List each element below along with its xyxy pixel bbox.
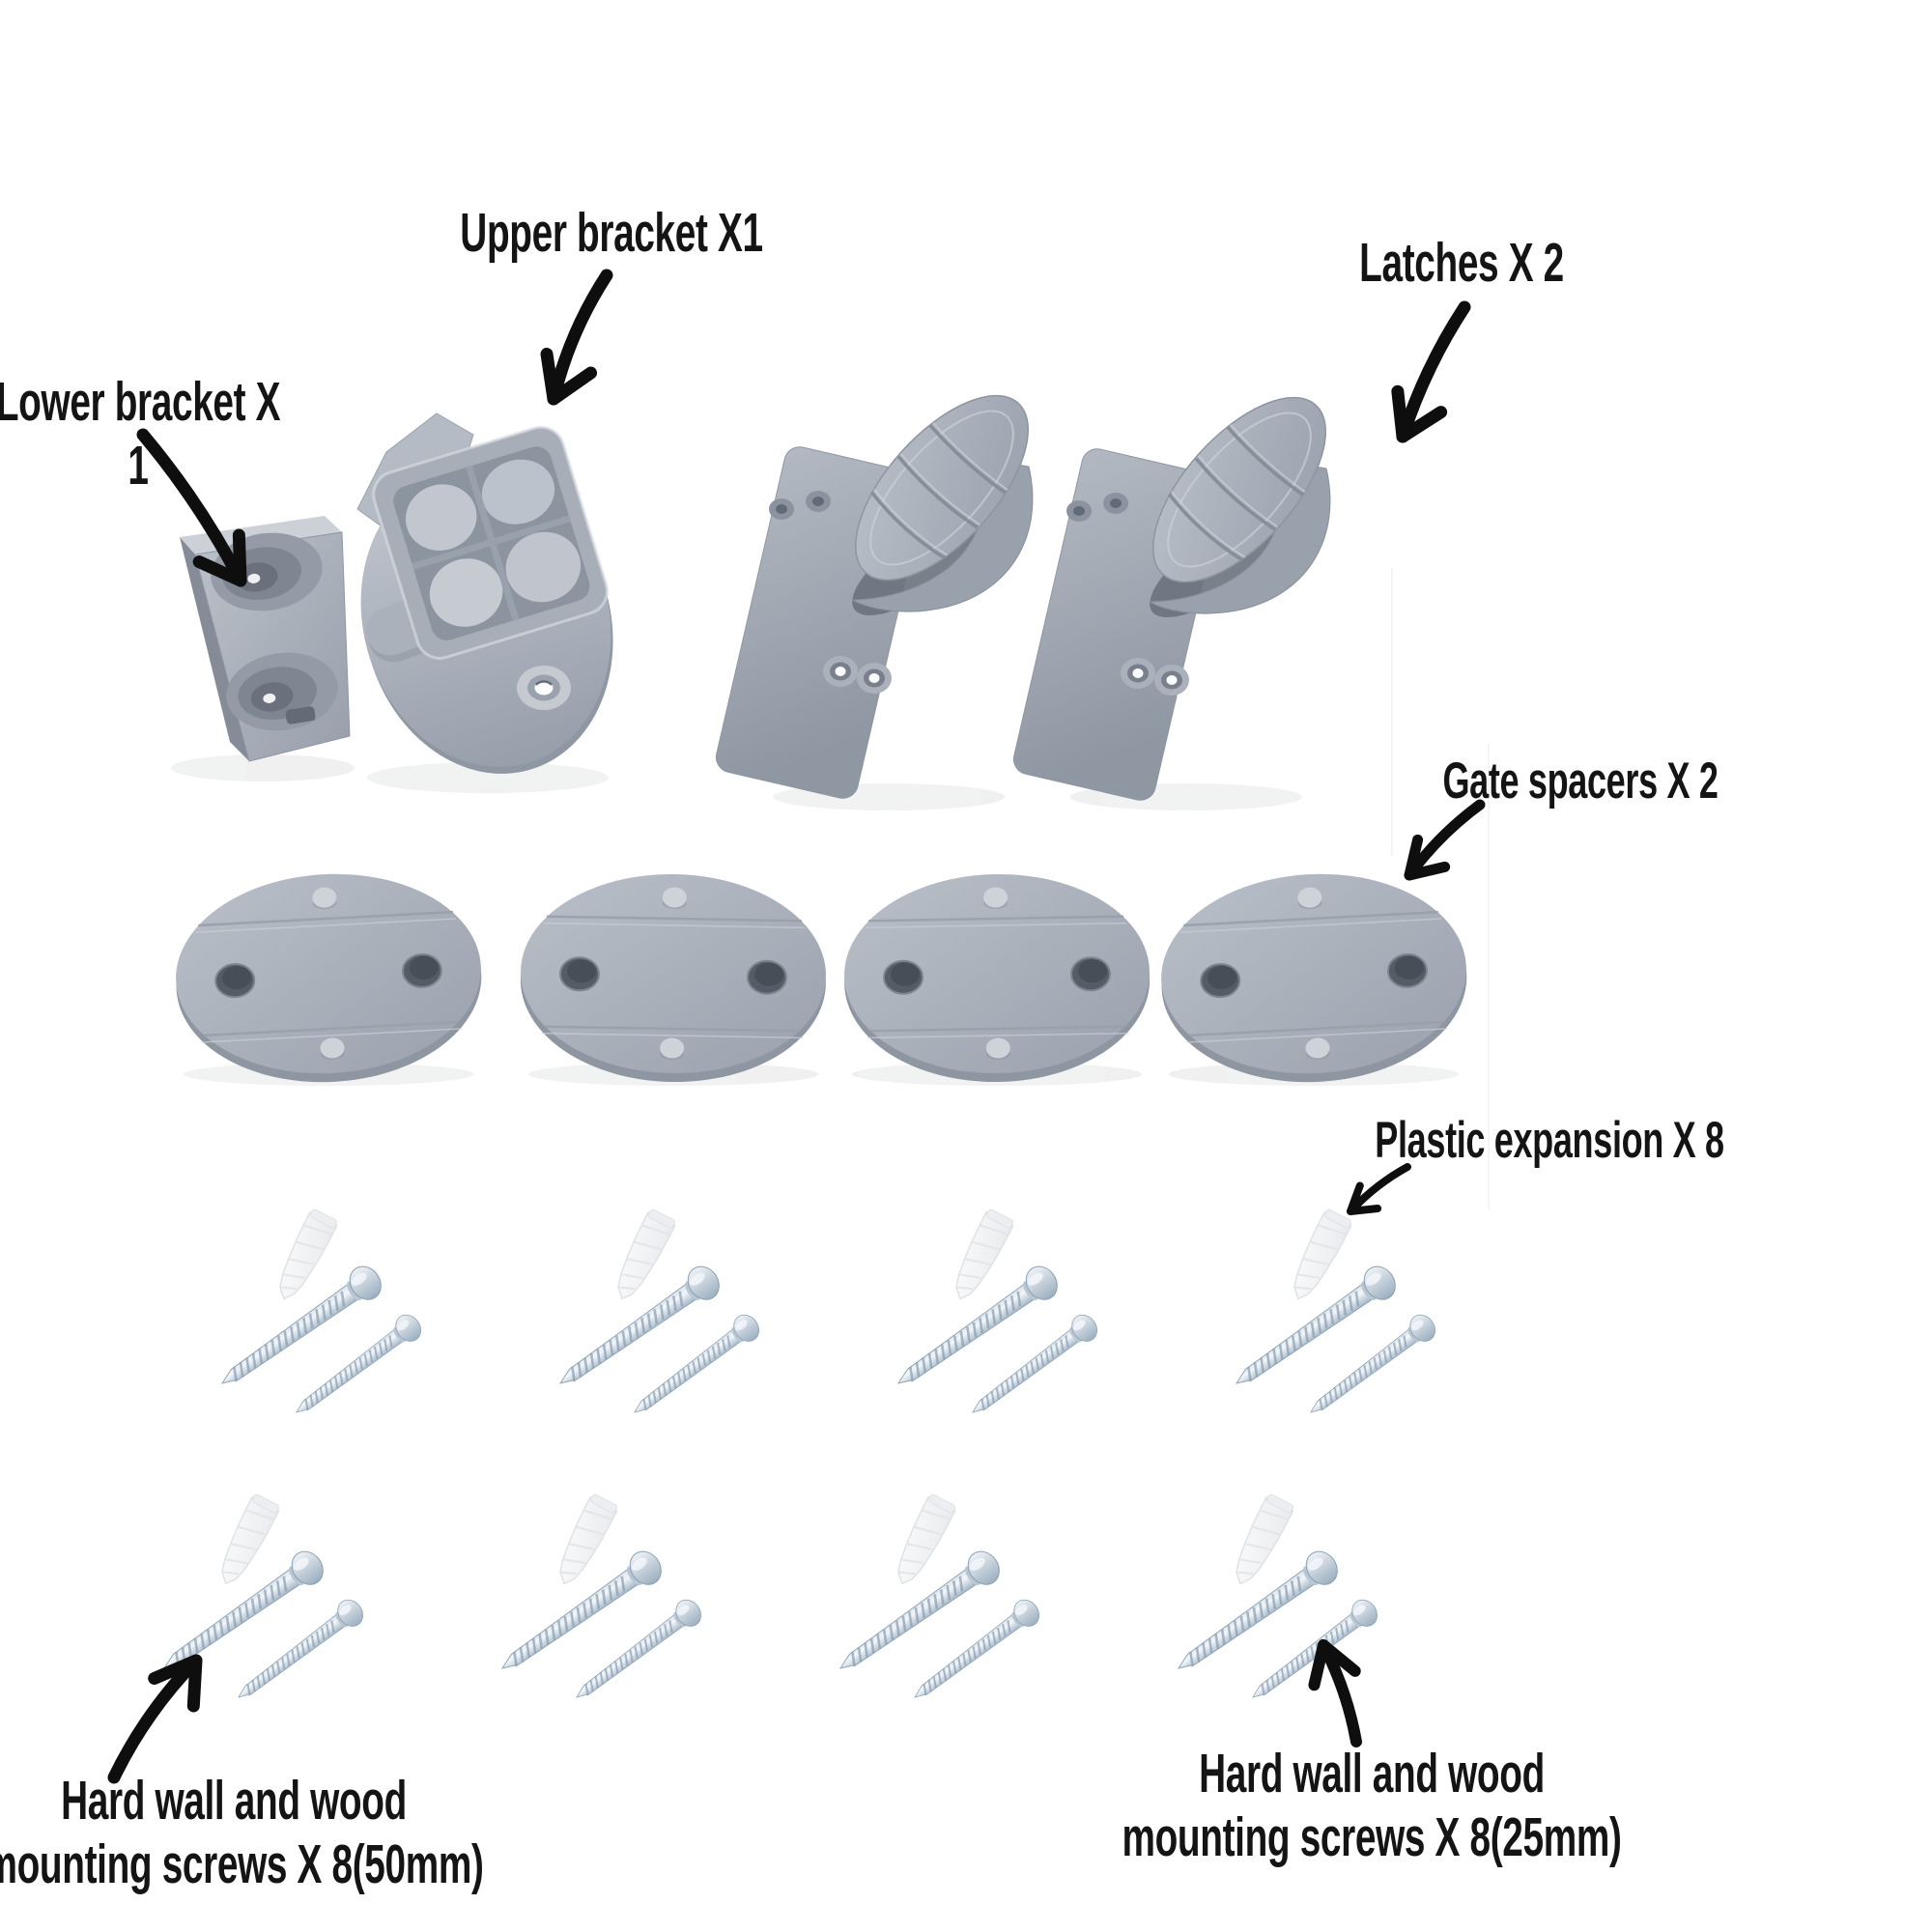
arrow-screws-50mm bbox=[107, 1654, 203, 1784]
bracket-cradle bbox=[372, 425, 609, 660]
hardware-set-1 bbox=[213, 1208, 426, 1424]
arrow-gate-spacers bbox=[1404, 799, 1486, 881]
arrow-plastic-expansion bbox=[1347, 1163, 1411, 1215]
gate-spacers-label: Gate spacers X 2 bbox=[1442, 753, 1719, 810]
arrow-upper-bracket bbox=[540, 269, 613, 406]
screws-50mm-label: Hard wall and wood mounting screws X 8(5… bbox=[0, 1770, 484, 1895]
background-seam bbox=[1391, 568, 1393, 856]
gate-spacer-2 bbox=[517, 870, 830, 1086]
upper-bracket-label: Upper bracket X1 bbox=[460, 202, 763, 264]
arrow-lower-bracket bbox=[136, 428, 247, 587]
latch-1 bbox=[711, 365, 1061, 804]
background-seam bbox=[1488, 744, 1490, 1209]
hardware-set-6 bbox=[493, 1493, 706, 1709]
hardware-set-3 bbox=[889, 1208, 1102, 1424]
screws-25mm-label: Hard wall and wood mounting screws X 8(2… bbox=[1122, 1743, 1622, 1868]
annotation-arrows bbox=[107, 269, 1486, 1784]
gate-spacer-1 bbox=[169, 865, 488, 1092]
gate-spacer-3 bbox=[840, 870, 1153, 1086]
latch-2 bbox=[1009, 367, 1358, 806]
screw-hole bbox=[517, 666, 571, 710]
arrow-screws-25mm bbox=[1308, 1639, 1362, 1747]
lower-bracket-label: Lower bracket X 1 bbox=[0, 371, 281, 497]
upper-bracket bbox=[356, 412, 613, 774]
hardware-set-8 bbox=[1169, 1493, 1382, 1709]
hardware-set-2 bbox=[551, 1208, 764, 1424]
gate-spacer-4 bbox=[1154, 865, 1473, 1092]
latches-label: Latches X 2 bbox=[1359, 232, 1564, 294]
arrow-latches bbox=[1391, 300, 1471, 443]
lower-bracket bbox=[180, 516, 351, 762]
plastic-expansion-label: Plastic expansion X 8 bbox=[1375, 1112, 1724, 1169]
hardware-set-4 bbox=[1227, 1208, 1440, 1424]
hardware-set-7 bbox=[831, 1493, 1044, 1709]
